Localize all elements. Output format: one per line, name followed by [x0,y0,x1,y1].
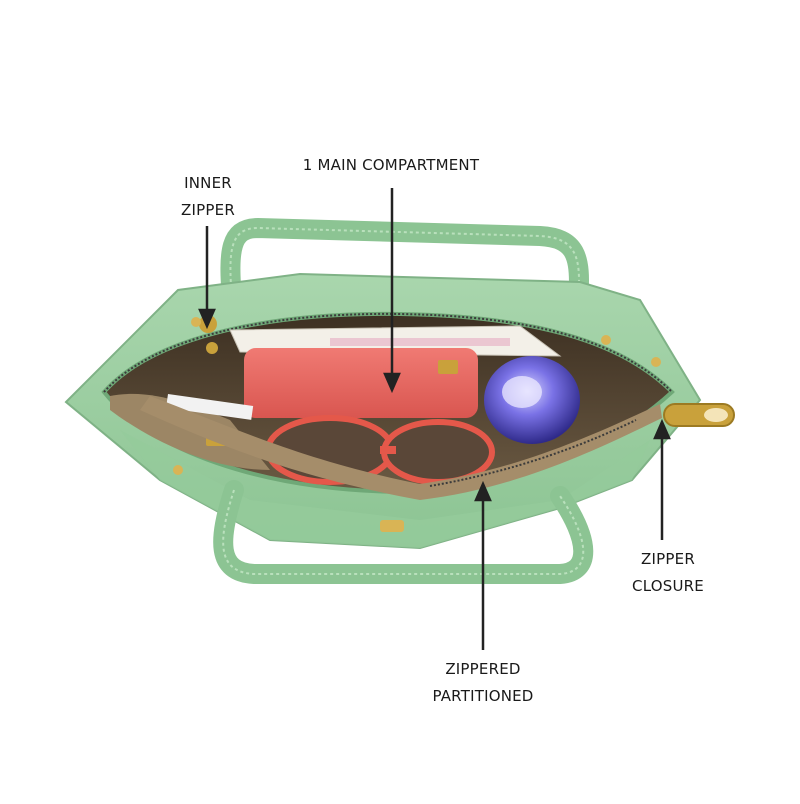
label-zipper-closure-line2: CLOSURE [632,577,704,595]
label-zipper-closure: ZIPPER CLOSURE [622,546,714,600]
zipper-pull-closure [663,403,735,427]
inner-zipper-arrowhead [198,308,216,330]
zippered-partition [140,396,662,500]
main-compartment-arrowhead [383,372,401,394]
label-main-compartment: 1 MAIN COMPARTMENT [300,152,482,179]
callout-arrows [198,188,671,650]
front-handle [213,480,594,584]
water-bottle [484,356,580,444]
coral-pouch [244,348,478,418]
back-handle [220,217,589,310]
label-zipper-closure-line1: ZIPPER [641,550,695,568]
label-main-compartment-line1: 1 MAIN COMPARTMENT [302,156,480,174]
zipper-closure-arrowhead [653,418,671,440]
label-zippered-partitioned-line1: ZIPPERED [445,660,521,678]
label-inner-zipper: INNER ZIPPER [176,170,240,224]
sunglasses [265,415,495,485]
label-inner-zipper-line2: ZIPPER [181,201,235,219]
label-inner-zipper-line1: INNER [184,174,232,192]
label-zippered-partitioned-line2: PARTITIONED [432,687,534,705]
partition-arrowhead [474,480,492,502]
label-zippered-partitioned: ZIPPERED PARTITIONED [420,656,546,710]
hardware-studs [173,317,661,532]
